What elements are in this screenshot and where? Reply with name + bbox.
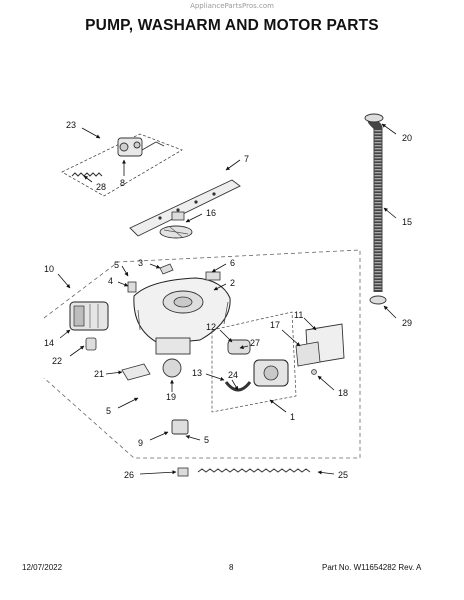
label-11: 11 [294,310,303,320]
leader-lines [57,123,397,475]
part-14-motor [69,301,109,331]
footer-part-number: Part No. W11654282 Rev. A [322,563,422,572]
spring-part-28 [71,172,103,177]
part-16-wash-arm-hub [159,225,193,239]
footer-page-number: 8 [229,563,234,572]
part-2-sump [133,277,231,355]
label-1: 1 [290,412,295,422]
label-20: 20 [402,133,412,143]
part-25-spring [197,468,311,473]
part-6-fitting [205,271,221,281]
label-5-top: 5 [114,260,119,270]
label-23: 23 [66,120,76,130]
label-4: 4 [108,276,113,286]
label-15: 15 [402,217,412,227]
label-14: 14 [44,338,54,348]
label-10: 10 [44,264,54,274]
part-21-bracket [121,363,151,381]
part-29-clamp [369,295,387,305]
page-title: PUMP, WASHARM AND MOTOR PARTS [85,17,379,34]
label-21: 21 [94,369,104,379]
label-19: 19 [166,392,176,402]
label-8: 8 [120,178,125,188]
part-17-cover [295,341,321,367]
label-7: 7 [244,154,249,164]
part-19-seal [162,358,182,378]
label-26: 26 [124,470,134,480]
label-12: 12 [206,322,216,332]
part-9-fitting [171,419,189,435]
part-1-pump [211,311,297,413]
part-22-grommet [85,337,97,351]
label-5-bottom: 5 [204,435,209,445]
part-20-clamp [364,113,384,123]
label-5-mid: 5 [106,406,111,416]
label-25: 25 [338,470,348,480]
label-6: 6 [230,258,235,268]
label-18: 18 [338,388,348,398]
assembly-outline [43,249,361,459]
label-22: 22 [52,356,62,366]
part-15-drain-hose [367,118,383,292]
label-17: 17 [270,320,280,330]
label-29: 29 [402,318,412,328]
label-2: 2 [230,278,235,288]
label-24: 24 [228,370,238,380]
label-16: 16 [206,208,216,218]
watermark: AppliancePartsPros.com [190,2,274,10]
part-23-kit [61,133,183,197]
label-3: 3 [138,258,143,268]
part-26-screw [177,467,189,477]
footer-date: 12/07/2022 [22,563,63,572]
dashed-kit-outline [61,133,183,197]
part-18-screw [311,369,317,375]
label-9: 9 [138,438,143,448]
part-4-sensor [127,281,137,293]
part-3-clip [159,263,174,275]
label-28: 28 [96,182,106,192]
callout-labels: 23 28 8 7 16 20 15 29 10 5 3 4 6 2 14 22… [44,120,412,480]
part-7-upper-wash-arm [129,179,241,237]
label-27: 27 [250,338,260,348]
label-13: 13 [192,368,202,378]
